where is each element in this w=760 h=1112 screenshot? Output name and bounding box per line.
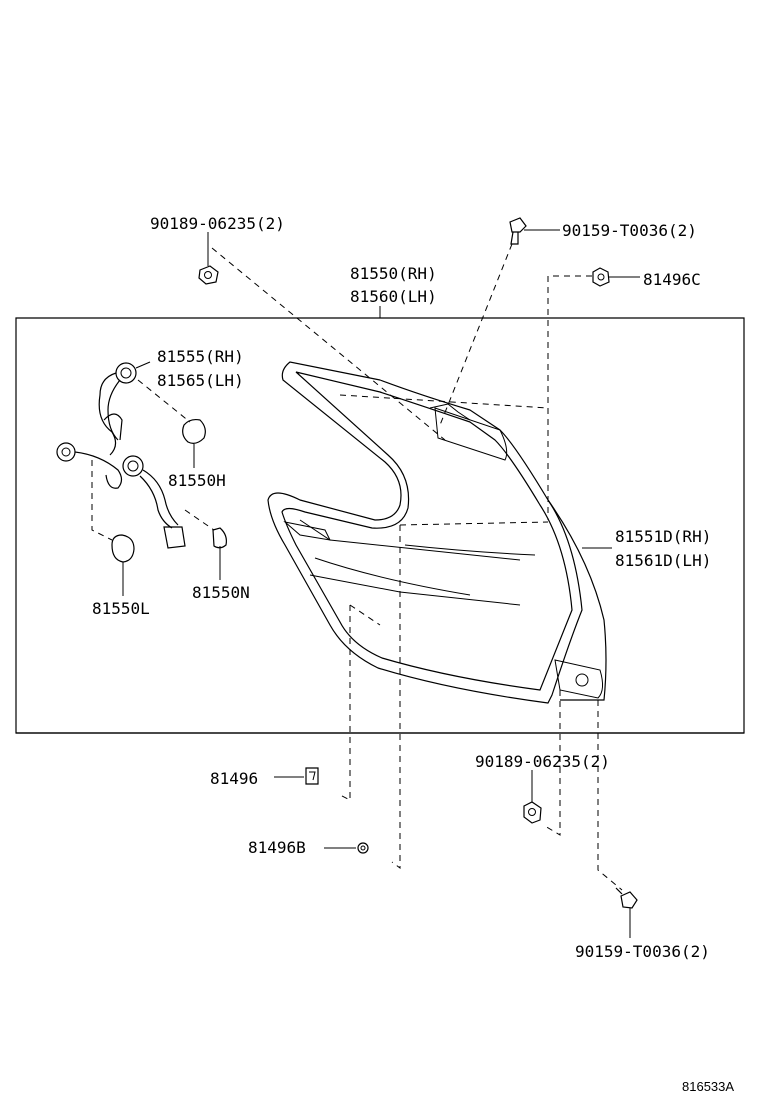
label-81555-rh: 81555(RH) [157, 347, 244, 366]
screw-90159-top [509, 217, 527, 245]
assembly-lines [91, 243, 745, 891]
label-81561d-lh: 81561D(LH) [615, 551, 711, 570]
nut-90189-bottom [523, 801, 542, 824]
label-90189-06235-bottom: 90189-06235(2) [475, 752, 610, 771]
label-90159-t0036-bottom: 90159-T0036(2) [575, 942, 710, 961]
label-90159-t0036-top: 90159-T0036(2) [562, 221, 697, 240]
label-81550-rh: 81550(RH) [350, 264, 437, 283]
label-81551d-rh: 81551D(RH) [615, 527, 711, 546]
clip-81496c [592, 267, 610, 287]
diagram-reference-code: 816533A [682, 1079, 734, 1094]
label-81550l: 81550L [92, 599, 150, 618]
screw-90159-bottom [615, 887, 638, 909]
label-81496: 81496 [210, 769, 258, 788]
bulb-81550l [111, 534, 135, 563]
bulb-81550n [212, 527, 227, 549]
bulb-81550h [182, 418, 206, 444]
label-90189-06235-top: 90189-06235(2) [150, 214, 285, 233]
label-81550n: 81550N [192, 583, 250, 602]
label-81496b: 81496B [248, 838, 306, 857]
label-81550h: 81550H [168, 471, 226, 490]
label-81560-lh: 81560(LH) [350, 287, 437, 306]
nut-90189-top [198, 265, 219, 285]
rear-combination-lamp [267, 361, 607, 704]
clip-81496 [305, 767, 319, 785]
label-81496c: 81496C [643, 270, 701, 289]
clip-81496b [357, 842, 369, 854]
label-81565-lh: 81565(LH) [157, 371, 244, 390]
leader-lines [122, 229, 640, 938]
socket-wire-assembly [56, 362, 186, 549]
